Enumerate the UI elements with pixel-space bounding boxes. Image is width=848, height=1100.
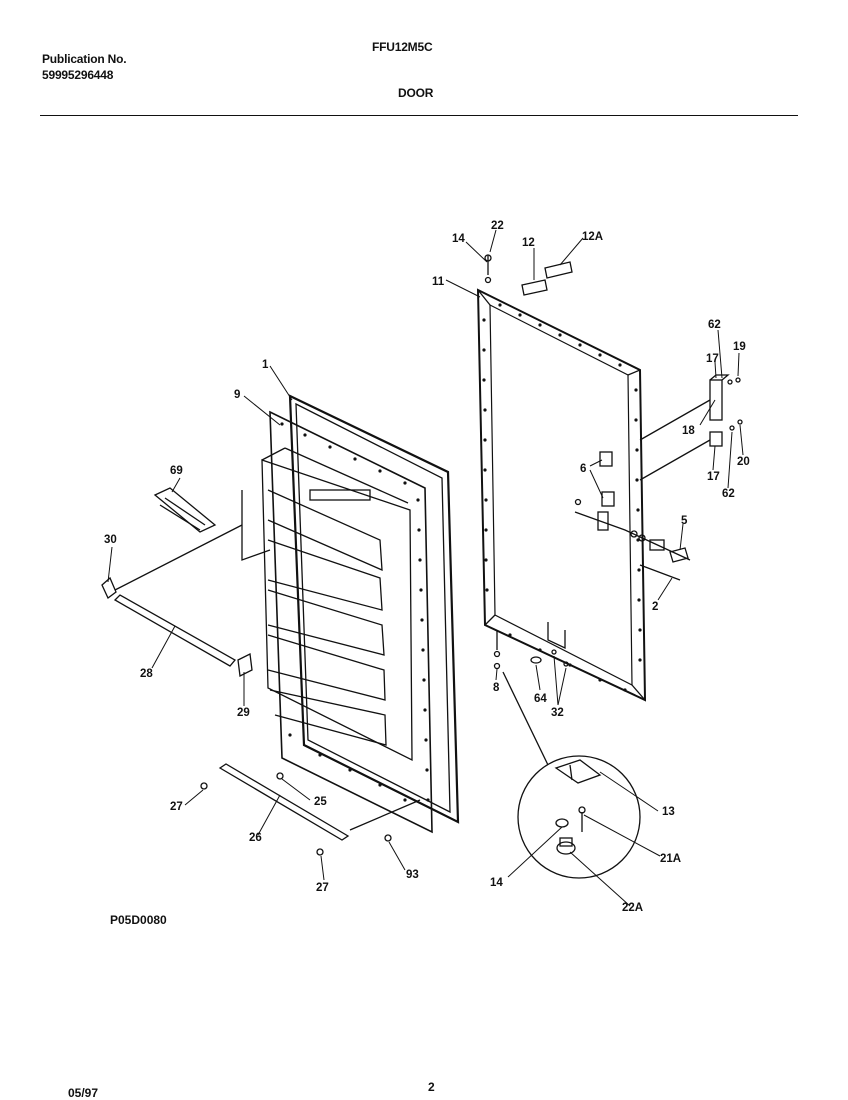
figure-code: P05D0080 bbox=[110, 913, 167, 927]
leader-lines bbox=[107, 229, 744, 907]
door-gasket bbox=[288, 394, 460, 824]
callout-17-upper: 17 bbox=[706, 353, 719, 365]
section-title: DOOR bbox=[398, 86, 434, 100]
shelf-bar-28 bbox=[113, 594, 236, 667]
callout-5: 5 bbox=[681, 515, 688, 527]
top-screw-22 bbox=[484, 254, 492, 284]
callout-numbers: 1 9 69 30 28 29 27 25 26 27 93 14 22 12 … bbox=[104, 220, 750, 914]
callout-26: 26 bbox=[249, 832, 262, 844]
callout-62-upper: 62 bbox=[708, 319, 721, 331]
header-divider bbox=[40, 115, 798, 116]
shelf-end-30 bbox=[101, 576, 117, 600]
top-labels-12-12A bbox=[521, 261, 573, 296]
callout-93: 93 bbox=[406, 869, 419, 881]
callout-9: 9 bbox=[234, 389, 240, 401]
callout-62-lower: 62 bbox=[722, 488, 735, 500]
publication-label: Publication No. bbox=[42, 52, 127, 66]
label-plate-69 bbox=[114, 487, 271, 591]
callout-12: 12 bbox=[522, 237, 535, 249]
callout-30: 30 bbox=[104, 534, 117, 546]
callout-27-lower: 27 bbox=[316, 882, 329, 894]
callout-19: 19 bbox=[733, 341, 746, 353]
callout-18: 18 bbox=[682, 425, 695, 437]
callout-28: 28 bbox=[140, 668, 153, 680]
callout-22: 22 bbox=[491, 220, 504, 232]
liner-screw-holes bbox=[280, 422, 430, 802]
callout-17-lower: 17 bbox=[707, 471, 720, 483]
detail-circle bbox=[517, 755, 641, 879]
callout-27-upper: 27 bbox=[170, 801, 183, 813]
callout-2: 2 bbox=[652, 601, 658, 613]
callout-32: 32 bbox=[551, 707, 564, 719]
callout-20: 20 bbox=[737, 456, 750, 468]
page-number: 2 bbox=[428, 1080, 435, 1094]
callout-14-top: 14 bbox=[452, 233, 465, 245]
callout-12A: 12A bbox=[582, 231, 603, 243]
model-number: FFU12M5C bbox=[372, 40, 433, 54]
bottom-fasteners bbox=[493, 630, 569, 766]
callout-13: 13 bbox=[662, 806, 675, 818]
outer-panel-screw-holes bbox=[482, 303, 642, 692]
callout-69: 69 bbox=[170, 465, 183, 477]
callout-1: 1 bbox=[262, 359, 269, 371]
callout-25: 25 bbox=[314, 796, 327, 808]
callout-11: 11 bbox=[432, 276, 445, 288]
callout-64: 64 bbox=[534, 693, 547, 705]
callout-14-detail: 14 bbox=[490, 877, 503, 889]
footer-date: 05/97 bbox=[68, 1086, 99, 1100]
door-shelves bbox=[261, 447, 413, 762]
callout-22A: 22A bbox=[622, 902, 643, 914]
callout-21A: 21A bbox=[660, 853, 681, 865]
inner-door-liner bbox=[269, 410, 433, 834]
handle-brackets-6 bbox=[574, 451, 691, 561]
outer-door-panel bbox=[476, 288, 647, 702]
callout-8: 8 bbox=[493, 682, 500, 694]
bottom-bar-26 bbox=[200, 763, 421, 856]
callout-29: 29 bbox=[237, 707, 250, 719]
callout-6: 6 bbox=[580, 463, 586, 475]
hinge-assembly bbox=[639, 374, 743, 481]
publication-number: 59995296448 bbox=[42, 68, 114, 82]
shelf-end-29 bbox=[237, 653, 253, 677]
